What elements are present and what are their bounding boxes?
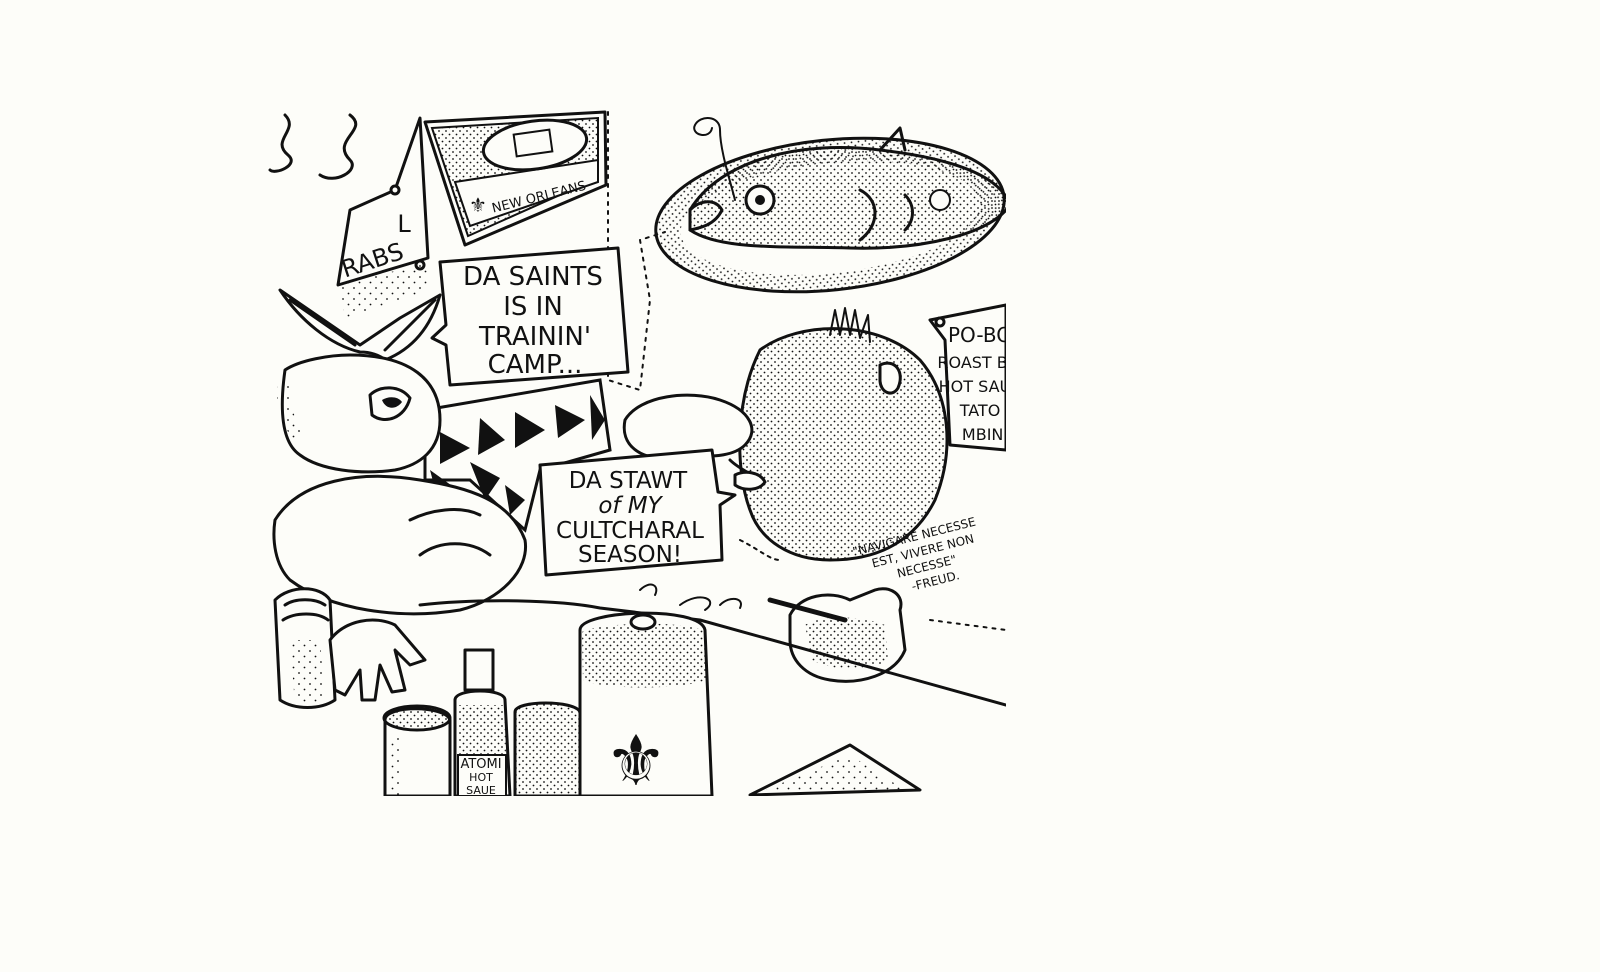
sign-left-line1: L <box>397 210 411 238</box>
menu-line1: PO-BO <box>948 323 1012 347</box>
man-mouth <box>733 470 767 491</box>
bubble-season-line4: SEASON! <box>578 542 682 568</box>
fleur-de-lis-icon: ⚜ <box>605 720 668 802</box>
pepper-shaker <box>513 701 582 796</box>
man-character <box>622 307 949 683</box>
fish-icon <box>688 146 1006 250</box>
man-ear <box>878 361 902 395</box>
salt-shaker <box>382 704 452 796</box>
sugar-jar: ⚜ <box>578 611 714 802</box>
menu-line2: ROAST BEI <box>937 353 1022 372</box>
pennant-frame: NEW ORLEANS ⚜ <box>423 110 608 247</box>
wall-sign-left: L RABS <box>336 116 430 287</box>
menu-line3: HOT SAUS <box>939 377 1022 396</box>
football-icon <box>481 118 589 172</box>
menu-line5: MBINI <box>962 425 1008 444</box>
menu-line4: TATO <box>959 401 1001 420</box>
speech-bubble-season: DA STAWT of MY CULTCHARAL SEASON! <box>538 448 737 577</box>
woman-hand <box>328 618 427 702</box>
bottle-label-line2: HOT <box>469 771 493 784</box>
speech-bubble-saints: DA SAINTS IS IN TRAININ' CAMP... <box>430 246 630 387</box>
hot-sauce-bottle: ATOMI HOT SAUE <box>453 648 512 797</box>
bottle-label-line1: ATOMI <box>460 757 501 772</box>
bubble-saints-line1: DA SAINTS <box>463 262 603 292</box>
bubble-saints-line3: TRAININ' <box>478 322 591 352</box>
cat-eye-glasses <box>278 288 442 362</box>
bar-counter-edge <box>418 599 1006 707</box>
mounted-fish <box>654 117 1006 294</box>
menu-sign: PO-BO ROAST BEI HOT SAUS TATO MBINI <box>928 303 1022 452</box>
bubble-season-line3: CULTCHARAL <box>556 518 704 544</box>
bubble-saints-line2: IS IN <box>503 292 563 322</box>
bottle-label-line3: SAUE <box>466 784 496 797</box>
bubble-season-line2: of MY <box>598 493 663 519</box>
steam-squiggle <box>268 113 293 173</box>
bubble-saints-line4: CAMP... <box>488 350 583 380</box>
big-nose <box>622 393 754 460</box>
fleur-de-lis-icon: ⚜ <box>469 193 487 217</box>
woman-character <box>272 288 528 709</box>
napkin-holder <box>748 743 922 796</box>
steam-squiggle <box>318 113 358 180</box>
bubble-season-line1: DA STAWT <box>569 468 688 494</box>
